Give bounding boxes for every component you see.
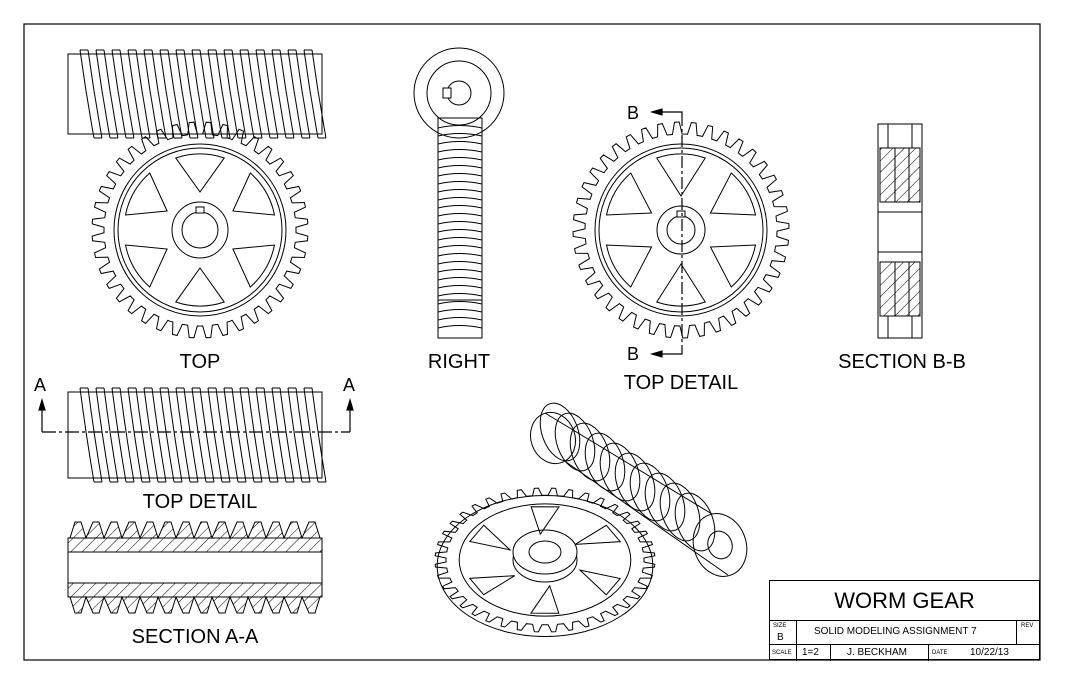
drawing-title: WORM GEAR <box>770 581 1039 621</box>
scale-value: 1=2 <box>802 647 819 658</box>
top-detail-worm <box>67 387 327 483</box>
section-bb-view <box>877 123 923 339</box>
section-aa-view <box>67 521 323 614</box>
top-detail-gear <box>572 121 790 339</box>
right-view <box>413 47 505 339</box>
view-label-right: RIGHT <box>427 351 491 373</box>
view-label-top: TOP <box>179 351 221 373</box>
section-line-b <box>649 108 683 358</box>
drawing-border <box>23 23 1041 661</box>
title-block-row-scale: SCALE 1=2 J. BECKHAM DATE 10/22/13 <box>770 645 1039 661</box>
view-label-section-bb: SECTION B-B <box>838 351 966 373</box>
title-block: WORM GEAR SIZE B SOLID MODELING ASSIGNME… <box>769 580 1040 661</box>
section-line-a <box>38 397 354 433</box>
title-block-row-description: SIZE B SOLID MODELING ASSIGNMENT 7 REV <box>770 621 1039 645</box>
marker-b-bottom: B <box>627 344 640 364</box>
isometric-view <box>434 402 748 638</box>
size-value: B <box>777 632 784 643</box>
drawn-by: J. BECKHAM <box>847 647 908 658</box>
view-label-top-detail-worm: TOP DETAIL <box>142 491 258 513</box>
marker-b-top: B <box>627 103 640 123</box>
rev-label: REV <box>1021 623 1034 629</box>
size-label: SIZE <box>773 623 787 629</box>
top-view-worm <box>67 49 327 139</box>
description: SOLID MODELING ASSIGNMENT 7 <box>814 626 977 637</box>
marker-a-right: A <box>343 375 356 395</box>
view-label-section-aa: SECTION A-A <box>131 626 259 648</box>
top-view-gear <box>91 121 309 339</box>
view-label-top-detail-gear: TOP DETAIL <box>623 372 739 394</box>
date-label: DATE <box>932 650 948 656</box>
scale-label: SCALE <box>772 650 792 656</box>
marker-a-left: A <box>34 375 47 395</box>
date-value: 10/22/13 <box>970 647 1009 658</box>
